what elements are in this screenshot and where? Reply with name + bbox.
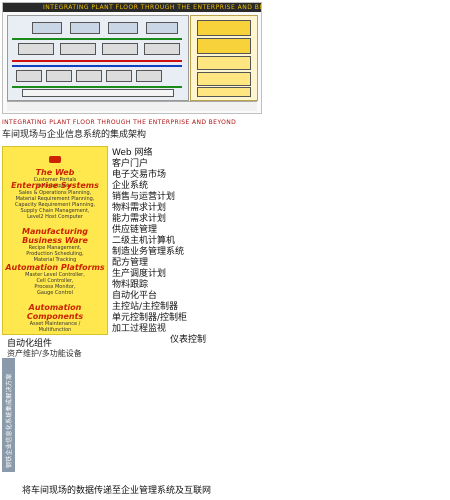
diagram-block [32, 22, 62, 34]
layer-desc-line: Material Requirement Planning, [15, 196, 95, 202]
layer-enterprise: Enterprise Systems Sales & Operations Pl… [3, 181, 107, 220]
cn-list-item: 制造业务管理系统 [112, 247, 185, 257]
cn-list-item: 仪表控制 [170, 335, 207, 345]
cn-list-item: 生产调度计划 [112, 269, 167, 279]
automation-components-desc: 资产维护/多功能设备 [7, 349, 82, 358]
diagram-block [60, 43, 96, 55]
diagram-block [70, 22, 100, 34]
diagram-block [46, 70, 72, 82]
layer-title: Enterprise Systems [11, 181, 99, 190]
diagram-network-panel [7, 15, 189, 101]
diagram-block [146, 22, 178, 34]
diagram-block [22, 89, 174, 97]
diagram-block [197, 72, 251, 86]
diagram-block [18, 43, 54, 55]
bottom-caption: 将车间现场的数据传递至企业管理系统及互联网 [22, 486, 212, 496]
layer-desc-line: Cell Controller, [36, 278, 74, 284]
cn-list-item: 销售与运营计划 [112, 192, 176, 202]
layer-automation-platforms: Automation Platforms Master Level Contro… [3, 263, 107, 296]
layer-desc-line: Sales & Operations Planning, [18, 190, 92, 196]
diagram-bus-blue [12, 65, 182, 67]
layer-web: The Web Customer Portals eMarketplace [3, 149, 107, 189]
cn-list-item: 二级主机计算机 [112, 236, 176, 246]
diagram-block [197, 38, 251, 54]
diagram-block [102, 43, 138, 55]
layer-desc-line: Asset Maintenance / [29, 321, 81, 327]
layer-desc-line: Recipe Management, [28, 245, 82, 251]
cn-list-item: 供应链管理 [112, 225, 158, 235]
diagram-block [136, 70, 162, 82]
diagram-block [197, 20, 251, 36]
cn-list-item: 加工过程监视 [112, 324, 167, 334]
layer-desc-line: Multifunction [38, 327, 72, 333]
layer-title: Automation Platforms [5, 263, 105, 272]
layer-column: The Web Customer Portals eMarketplace En… [2, 146, 108, 335]
layer-desc-line: Customer Portals [33, 177, 77, 183]
diagram-banner: INTEGRATING PLANT FLOOR THROUGH THE ENTE… [3, 3, 261, 12]
diagram-footer [7, 101, 257, 111]
cn-list-item: 客户门户 [112, 159, 149, 169]
diagram-block [106, 70, 132, 82]
diagram-bus-green [12, 38, 182, 40]
side-strip-text: 钢铁企业信息化系统集成解决方案 [6, 373, 13, 468]
cn-list-item: 物料跟踪 [112, 280, 149, 290]
layer-automation-components: Automation Components Asset Maintenance … [3, 303, 107, 333]
cn-list-item: 配方管理 [112, 258, 149, 268]
layer-desc-line: Process Monitor, [34, 284, 76, 290]
diagram-caption: INTEGRATING PLANT FLOOR THROUGH THE ENTE… [2, 119, 237, 126]
document-title: 车间现场与企业信息系统的集成架构 [2, 130, 147, 140]
integration-diagram-image: INTEGRATING PLANT FLOOR THROUGH THE ENTE… [2, 2, 262, 114]
layer-title: Automation Components [26, 303, 84, 321]
diagram-banner-text: INTEGRATING PLANT FLOOR THROUGH THE ENTE… [43, 4, 262, 11]
diagram-bus-red [12, 60, 182, 62]
diagram-layer-panel [190, 15, 258, 101]
diagram-block [16, 70, 42, 82]
cn-list-item: 企业系统 [112, 181, 149, 191]
diagram-block [76, 70, 102, 82]
side-strip: 钢铁企业信息化系统集成解决方案 [2, 358, 15, 472]
diagram-block [197, 87, 251, 97]
layer-manufacturing: Manufacturing Business Ware Recipe Manag… [3, 227, 107, 263]
layer-desc-line: Supply Chain Management, [20, 208, 90, 214]
layer-desc-line: Production Scheduling, [26, 251, 84, 257]
layer-desc-line: Master Level Controller, [25, 272, 85, 278]
cn-list-item: 单元控制器/控制柜 [112, 313, 188, 323]
cn-list-item: 能力需求计划 [112, 214, 167, 224]
cn-list-item: 主控站/主控制器 [112, 302, 179, 312]
web-icon [49, 156, 61, 163]
diagram-bus-green [12, 86, 182, 88]
layer-desc-line: Capacity Requirement Planning, [14, 202, 96, 208]
diagram-block [108, 22, 138, 34]
layer-desc-line: Gauge Control [36, 290, 74, 296]
cn-list-item: Web 网络 [112, 148, 153, 158]
diagram-block [144, 43, 180, 55]
cn-list-item: 自动化平台 [112, 291, 158, 301]
automation-components-heading: 自动化组件 [7, 339, 53, 349]
layer-desc-line: Material Tracking [33, 257, 77, 263]
cn-list-item: 电子交易市场 [112, 170, 167, 180]
layer-desc-line: Level2 Host Computer [27, 214, 83, 220]
diagram-block [197, 56, 251, 70]
layer-desc-line: eMarketplace [38, 183, 72, 189]
cn-list-item: 物料需求计划 [112, 203, 167, 213]
layer-title: Manufacturing Business Ware [22, 227, 88, 245]
layer-title: The Web [35, 168, 75, 177]
